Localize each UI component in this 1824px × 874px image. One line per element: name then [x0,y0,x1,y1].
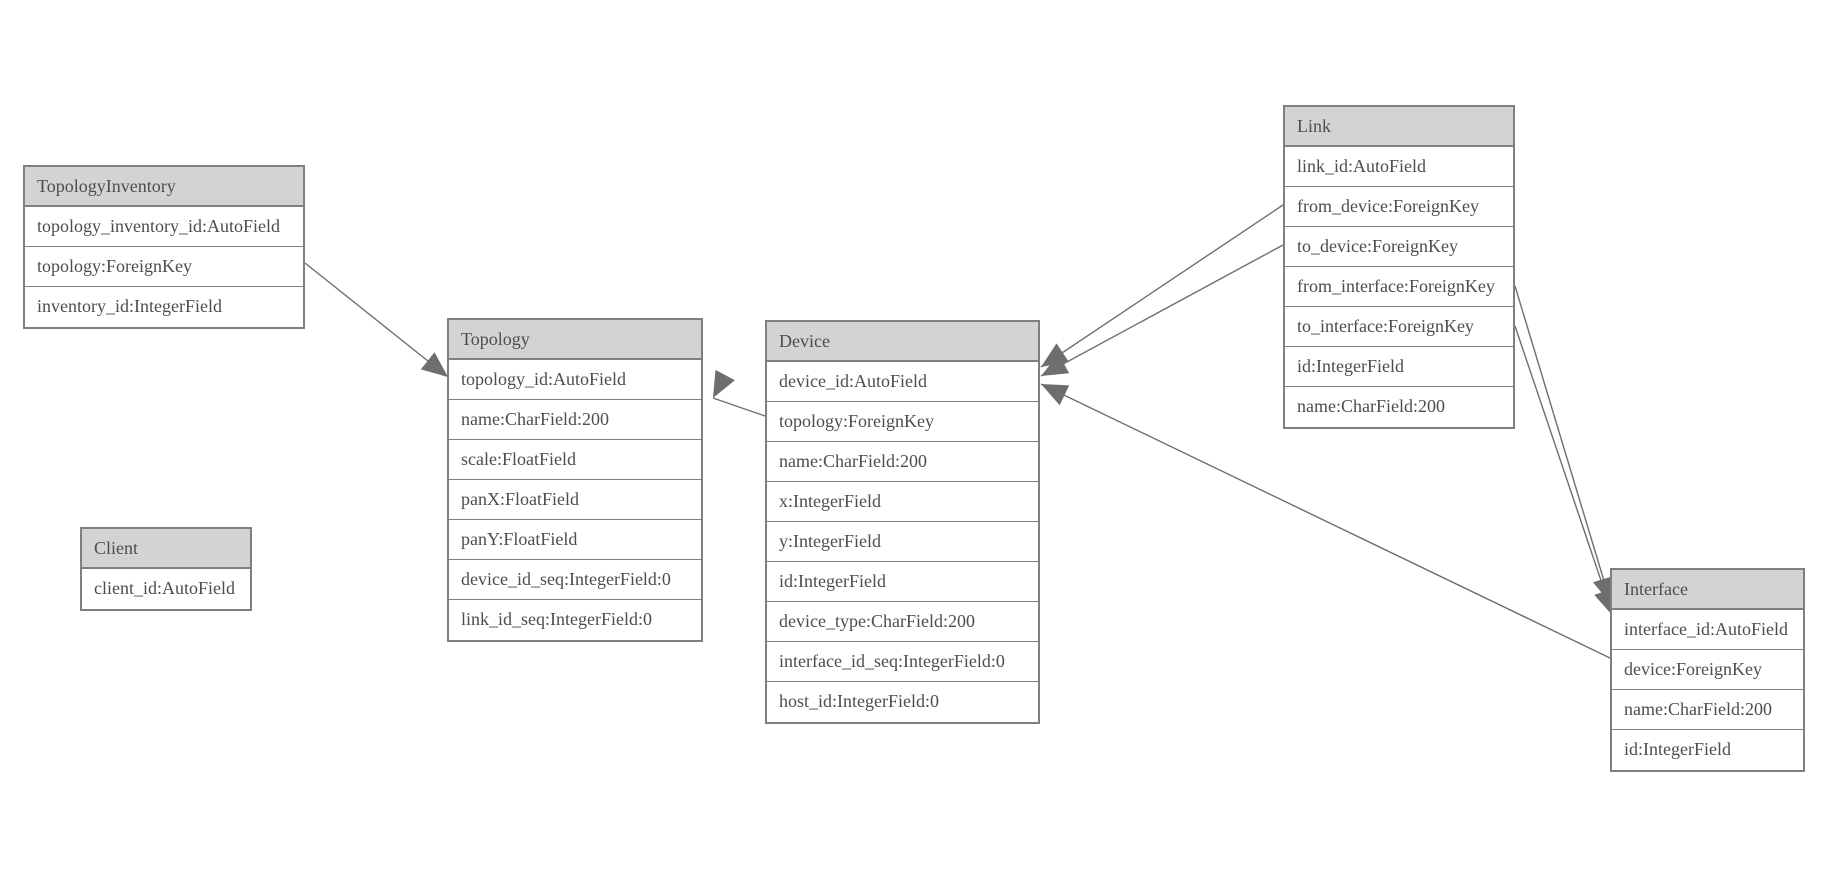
field-row: device_type:CharField:200 [767,602,1038,642]
field-row: from_interface:ForeignKey [1285,267,1513,307]
field-row: interface_id_seq:IntegerField:0 [767,642,1038,682]
field-row: to_interface:ForeignKey [1285,307,1513,347]
field-row: device_id:AutoField [767,362,1038,402]
field-row: topology_inventory_id:AutoField [25,207,303,247]
field-row: to_device:ForeignKey [1285,227,1513,267]
field-row: panY:FloatField [449,520,701,560]
entity-header: Device [767,322,1038,362]
entity-client: Client client_id:AutoField [80,527,252,611]
field-row: topology:ForeignKey [25,247,303,287]
entity-header: Topology [449,320,701,360]
relationship-line [1514,325,1614,617]
field-row: from_device:ForeignKey [1285,187,1513,227]
field-row: id:IntegerField [1624,739,1731,759]
arrowhead-icon [1041,353,1070,376]
arrowhead-icon [713,369,735,398]
field-row: scale:FloatField [449,440,701,480]
relationship-line [1040,383,1611,659]
field-row: topology:ForeignKey [767,402,1038,442]
entity-header: Client [82,529,250,569]
field-row: id:IntegerField [767,562,1038,602]
entity-device: Device device_id:AutoField topology:Fore… [765,320,1040,724]
relationship-line [1040,244,1284,377]
field-row: link_id:AutoField [1285,147,1513,187]
relationship-line [712,397,766,417]
field-row: device_id_seq:IntegerField:0 [449,560,701,600]
field-row: inventory_id:IntegerField [37,296,222,316]
entity-topology: Topology topology_id:AutoField name:Char… [447,318,703,642]
entity-header: TopologyInventory [25,167,303,207]
field-row: x:IntegerField [767,482,1038,522]
relationship-line [1514,285,1612,605]
arrowhead-icon [1041,384,1070,406]
field-row: device:ForeignKey [1612,650,1803,690]
entity-topologyinventory: TopologyInventory topology_inventory_id:… [23,165,305,329]
field-row: host_id:IntegerField:0 [779,691,939,711]
field-row: id:IntegerField [1285,347,1513,387]
arrowhead-icon [1594,587,1616,616]
relationship-line [1040,204,1284,368]
entity-header: Interface [1612,570,1803,610]
field-row: panX:FloatField [449,480,701,520]
entity-link: Link link_id:AutoField from_device:Forei… [1283,105,1515,429]
field-row: y:IntegerField [767,522,1038,562]
field-row: topology_id:AutoField [449,360,701,400]
relationship-line [304,262,449,378]
field-row: link_id_seq:IntegerField:0 [461,609,652,629]
field-row: name:CharField:200 [1297,396,1445,416]
field-row: name:CharField:200 [449,400,701,440]
field-row: name:CharField:200 [767,442,1038,482]
entity-header: Link [1285,107,1513,147]
entity-interface: Interface interface_id:AutoField device:… [1610,568,1805,772]
arrowhead-icon [420,352,448,377]
field-row: name:CharField:200 [1612,690,1803,730]
field-row: interface_id:AutoField [1612,610,1803,650]
field-row: client_id:AutoField [94,578,235,598]
